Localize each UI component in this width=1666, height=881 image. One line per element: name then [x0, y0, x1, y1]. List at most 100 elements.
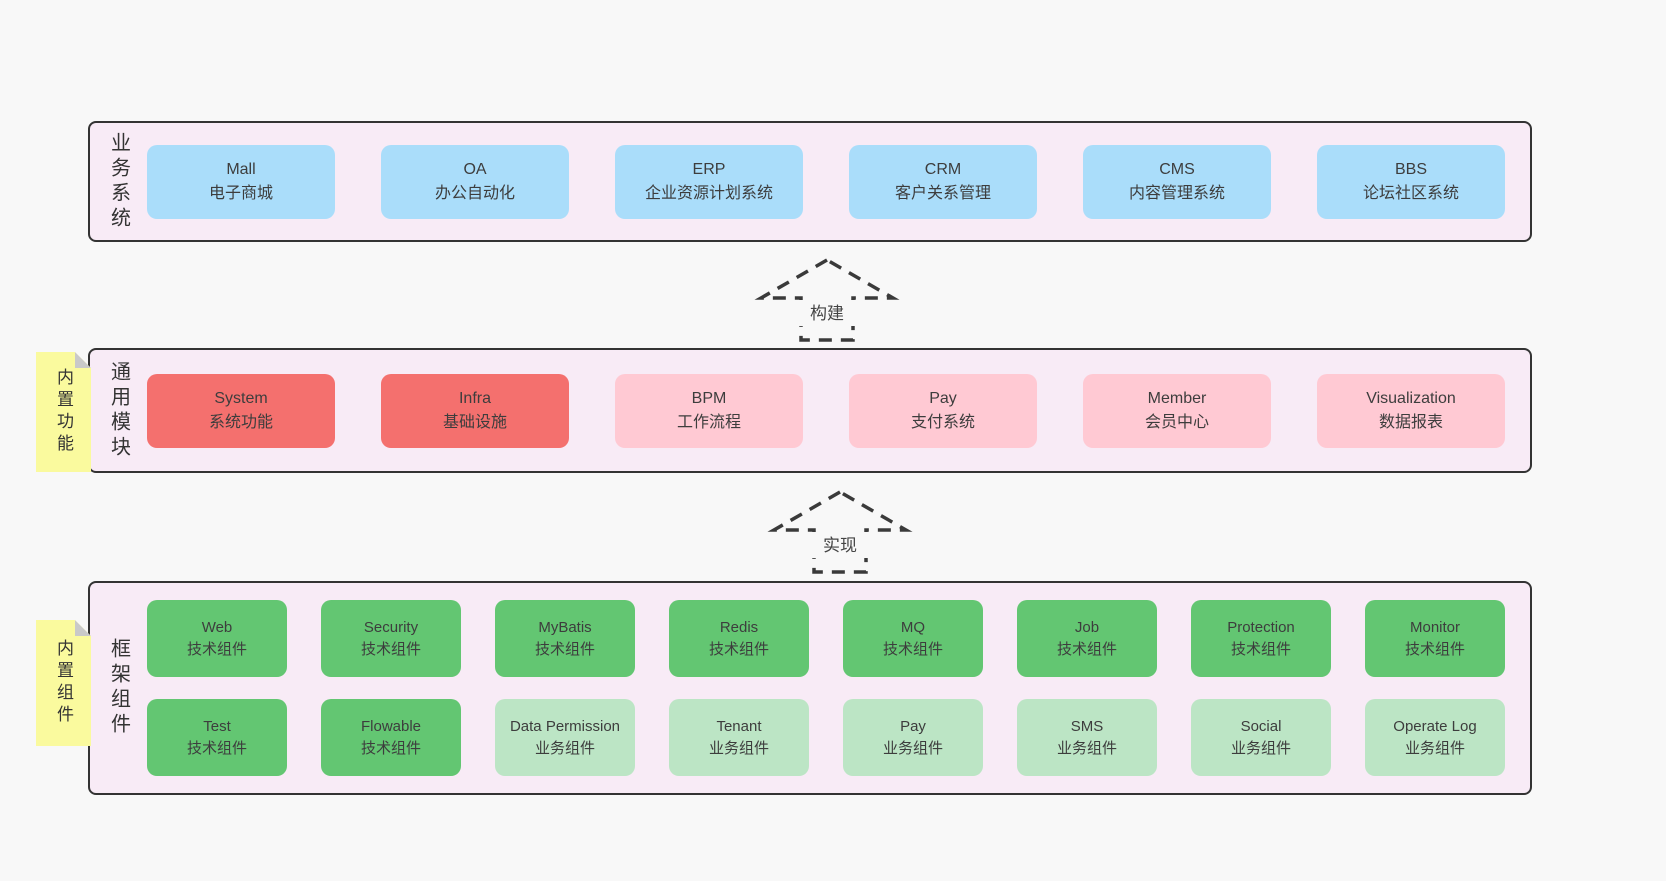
- box-title: ERP: [692, 160, 726, 178]
- box-title: MyBatis: [538, 618, 592, 636]
- box-subtitle: 工作流程: [676, 413, 741, 431]
- box-test: Test 技术组件: [147, 699, 287, 776]
- box-subtitle: 企业资源计划系统: [644, 184, 773, 202]
- box-title: SMS: [1070, 717, 1104, 735]
- box-subtitle: 业务组件: [708, 739, 769, 757]
- box-subtitle: 客户关系管理: [894, 184, 991, 202]
- box-pay: Pay 业务组件: [843, 699, 983, 776]
- box-subtitle: 业务组件: [882, 739, 943, 757]
- box-subtitle: 系统功能: [208, 413, 273, 431]
- note-label: 内置组件: [54, 639, 73, 727]
- box-subtitle: 业务组件: [1230, 739, 1291, 757]
- box-title: Social: [1240, 717, 1282, 735]
- box-member: Member 会员中心: [1083, 373, 1271, 448]
- box-mq: MQ 技术组件: [843, 600, 983, 677]
- box-subtitle: 技术组件: [360, 739, 421, 757]
- box-subtitle: 会员中心: [1144, 413, 1209, 431]
- box-mall: Mall 电子商城: [147, 144, 335, 219]
- box-flowable: Flowable 技术组件: [321, 699, 461, 776]
- box-title: BBS: [1394, 160, 1427, 178]
- box-visualization: Visualization 数据报表: [1317, 373, 1505, 448]
- box-title: Data Permission: [509, 717, 621, 735]
- box-subtitle: 技术组件: [186, 640, 247, 658]
- box-crm: CRM 客户关系管理: [849, 144, 1037, 219]
- layer-business-systems: 业务系统 Mall 电子商城 OA 办公自动化 ERP 企业资源计划系统 CRM 客户关系管理…: [88, 121, 1532, 242]
- box-data-permission: Data Permission 业务组件: [495, 699, 635, 776]
- box-sms: SMS 业务组件: [1017, 699, 1157, 776]
- box-title: System: [214, 389, 268, 407]
- box-title: Test: [203, 717, 231, 735]
- box-title: Pay: [900, 717, 926, 735]
- arrow-build-label: 构建: [810, 304, 844, 323]
- box-title: MQ: [900, 618, 926, 636]
- box-subtitle: 电子商城: [208, 184, 273, 202]
- box-erp: ERP 企业资源计划系统: [615, 144, 803, 219]
- layer-label: 框架组件: [107, 638, 130, 738]
- box-protection: Protection 技术组件: [1191, 600, 1331, 677]
- arrow-implement: 实现: [767, 489, 913, 574]
- box-title: Member: [1147, 389, 1207, 407]
- box-subtitle: 办公自动化: [434, 184, 515, 202]
- box-title: Operate Log: [1393, 717, 1477, 735]
- box-subtitle: 业务组件: [1056, 739, 1117, 757]
- box-subtitle: 技术组件: [708, 640, 769, 658]
- box-web: Web 技术组件: [147, 600, 287, 677]
- box-subtitle: 技术组件: [1404, 640, 1465, 658]
- box-monitor: Monitor 技术组件: [1365, 600, 1505, 677]
- box-oa: OA 办公自动化: [381, 144, 569, 219]
- box-title: Protection: [1227, 618, 1295, 636]
- box-title: BPM: [691, 389, 727, 407]
- box-job: Job 技术组件: [1017, 600, 1157, 677]
- box-subtitle: 技术组件: [186, 739, 247, 757]
- box-subtitle: 基础设施: [442, 413, 507, 431]
- box-title: Job: [1074, 618, 1100, 636]
- box-title: CMS: [1159, 160, 1195, 178]
- box-subtitle: 技术组件: [1056, 640, 1117, 658]
- layer-label-col: 框架组件: [90, 583, 147, 793]
- sticky-note-built-in-components: 内置组件: [36, 620, 91, 746]
- box-system: System 系统功能: [147, 373, 335, 448]
- box-title: Infra: [458, 389, 491, 407]
- box-title: Monitor: [1409, 618, 1461, 636]
- arrow-build: 构建: [754, 257, 900, 342]
- box-title: Flowable: [360, 717, 422, 735]
- box-subtitle: 技术组件: [1230, 640, 1291, 658]
- box-subtitle: 数据报表: [1378, 413, 1443, 431]
- box-title: CRM: [924, 160, 962, 178]
- layer-label-col: 通用模块: [90, 350, 147, 471]
- box-subtitle: 业务组件: [534, 739, 595, 757]
- box-bpm: BPM 工作流程: [615, 373, 803, 448]
- note-label: 内置功能: [54, 368, 73, 456]
- sticky-note-built-in-features: 内置功能: [36, 352, 91, 472]
- box-security: Security 技术组件: [321, 600, 461, 677]
- arrow-implement-label: 实现: [823, 536, 857, 555]
- box-infra: Infra 基础设施: [381, 373, 569, 448]
- box-title: OA: [463, 160, 487, 178]
- box-social: Social 业务组件: [1191, 699, 1331, 776]
- box-subtitle: 业务组件: [1404, 739, 1465, 757]
- box-subtitle: 论坛社区系统: [1362, 184, 1459, 202]
- layer-label: 通用模块: [107, 360, 130, 461]
- up-arrow-icon: 构建: [754, 257, 900, 342]
- box-tenant: Tenant 业务组件: [669, 699, 809, 776]
- box-title: Visualization: [1366, 389, 1456, 407]
- layer-label: 业务系统: [107, 131, 130, 232]
- box-subtitle: 技术组件: [360, 640, 421, 658]
- box-title: Mall: [226, 160, 256, 178]
- box-title: Tenant: [716, 717, 762, 735]
- box-title: Web: [201, 618, 233, 636]
- box-operate-log: Operate Log 业务组件: [1365, 699, 1505, 776]
- box-subtitle: 技术组件: [882, 640, 943, 658]
- up-arrow-icon: 实现: [767, 489, 913, 574]
- box-title: Security: [363, 618, 419, 636]
